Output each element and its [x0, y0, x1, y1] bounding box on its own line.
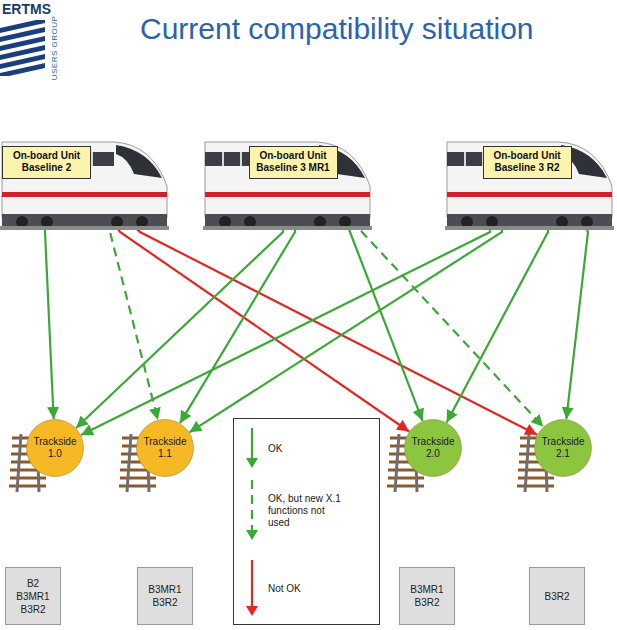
circle-shape — [405, 420, 462, 477]
baseline-text: B3MR1 — [16, 590, 49, 603]
baseline-text: B3MR1 — [410, 583, 443, 596]
baseline-text: B3R2 — [544, 590, 569, 603]
unit-text: On-board Unit Baseline 3 MR1 — [254, 150, 332, 174]
legend-text: OK, but new X.1 functions not used — [268, 493, 346, 529]
legend-line — [251, 428, 253, 460]
logo-stripes — [0, 20, 45, 76]
trackside-circle: Trackside 1.0 — [26, 419, 84, 477]
legend-box: OK OK, but new X.1 functions not usedNot … — [233, 418, 380, 625]
baseline-box: B3MR1B3R2 — [399, 567, 455, 625]
logo-subtext: USERS GROUP — [50, 16, 59, 81]
baseline-text: B3R2 — [20, 603, 45, 616]
legend-arrowhead — [246, 530, 258, 540]
trackside-circle: Trackside 2.0 — [404, 419, 462, 477]
legend-line — [251, 480, 253, 532]
trackside-circle: Trackside 1.1 — [136, 419, 194, 477]
circle-shape — [27, 420, 84, 477]
legend-text: OK — [268, 443, 346, 455]
baseline-text: B3MR1 — [148, 583, 181, 596]
legend-sample — [244, 559, 260, 617]
legend-arrowhead — [246, 606, 258, 616]
baseline-text: B3R2 — [414, 596, 439, 609]
baseline-text: B2 — [27, 577, 39, 590]
trackside-text: Trackside 2.1 — [542, 436, 585, 460]
logo-stripe — [0, 63, 45, 76]
legend-sample — [244, 479, 260, 541]
legend-text: Not OK — [268, 583, 346, 595]
unit-text: On-board Unit Baseline 2 — [8, 150, 86, 174]
circle-shape — [137, 420, 194, 477]
circle-shape — [535, 420, 592, 477]
trackside-text: Trackside 1.0 — [34, 436, 77, 460]
unit-text: On-board Unit Baseline 3 R2 — [488, 150, 566, 174]
logo-text: ERTMS — [2, 1, 51, 17]
legend-arrowhead — [246, 458, 258, 468]
legend-line — [251, 560, 253, 608]
page-title: Current compatibility situation — [140, 12, 534, 46]
trackside-text: Trackside 2.0 — [412, 436, 455, 460]
baseline-box: B2B3MR1B3R2 — [5, 567, 61, 625]
legend-sample — [244, 427, 260, 469]
baseline-box: B3MR1B3R2 — [137, 567, 193, 625]
onboard-unit-label: On-board Unit Baseline 3 R2 — [483, 146, 572, 179]
onboard-unit-label: On-board Unit Baseline 3 MR1 — [249, 146, 338, 179]
train-illustration — [203, 142, 372, 230]
trackside-text: Trackside 1.1 — [144, 436, 187, 460]
baseline-text: B3R2 — [152, 596, 177, 609]
trackside-circle: Trackside 2.1 — [534, 419, 592, 477]
baseline-box: B3R2 — [529, 567, 585, 625]
train-illustration — [0, 142, 169, 230]
train-illustration — [445, 142, 614, 230]
onboard-unit-label: On-board Unit Baseline 2 — [2, 146, 91, 179]
